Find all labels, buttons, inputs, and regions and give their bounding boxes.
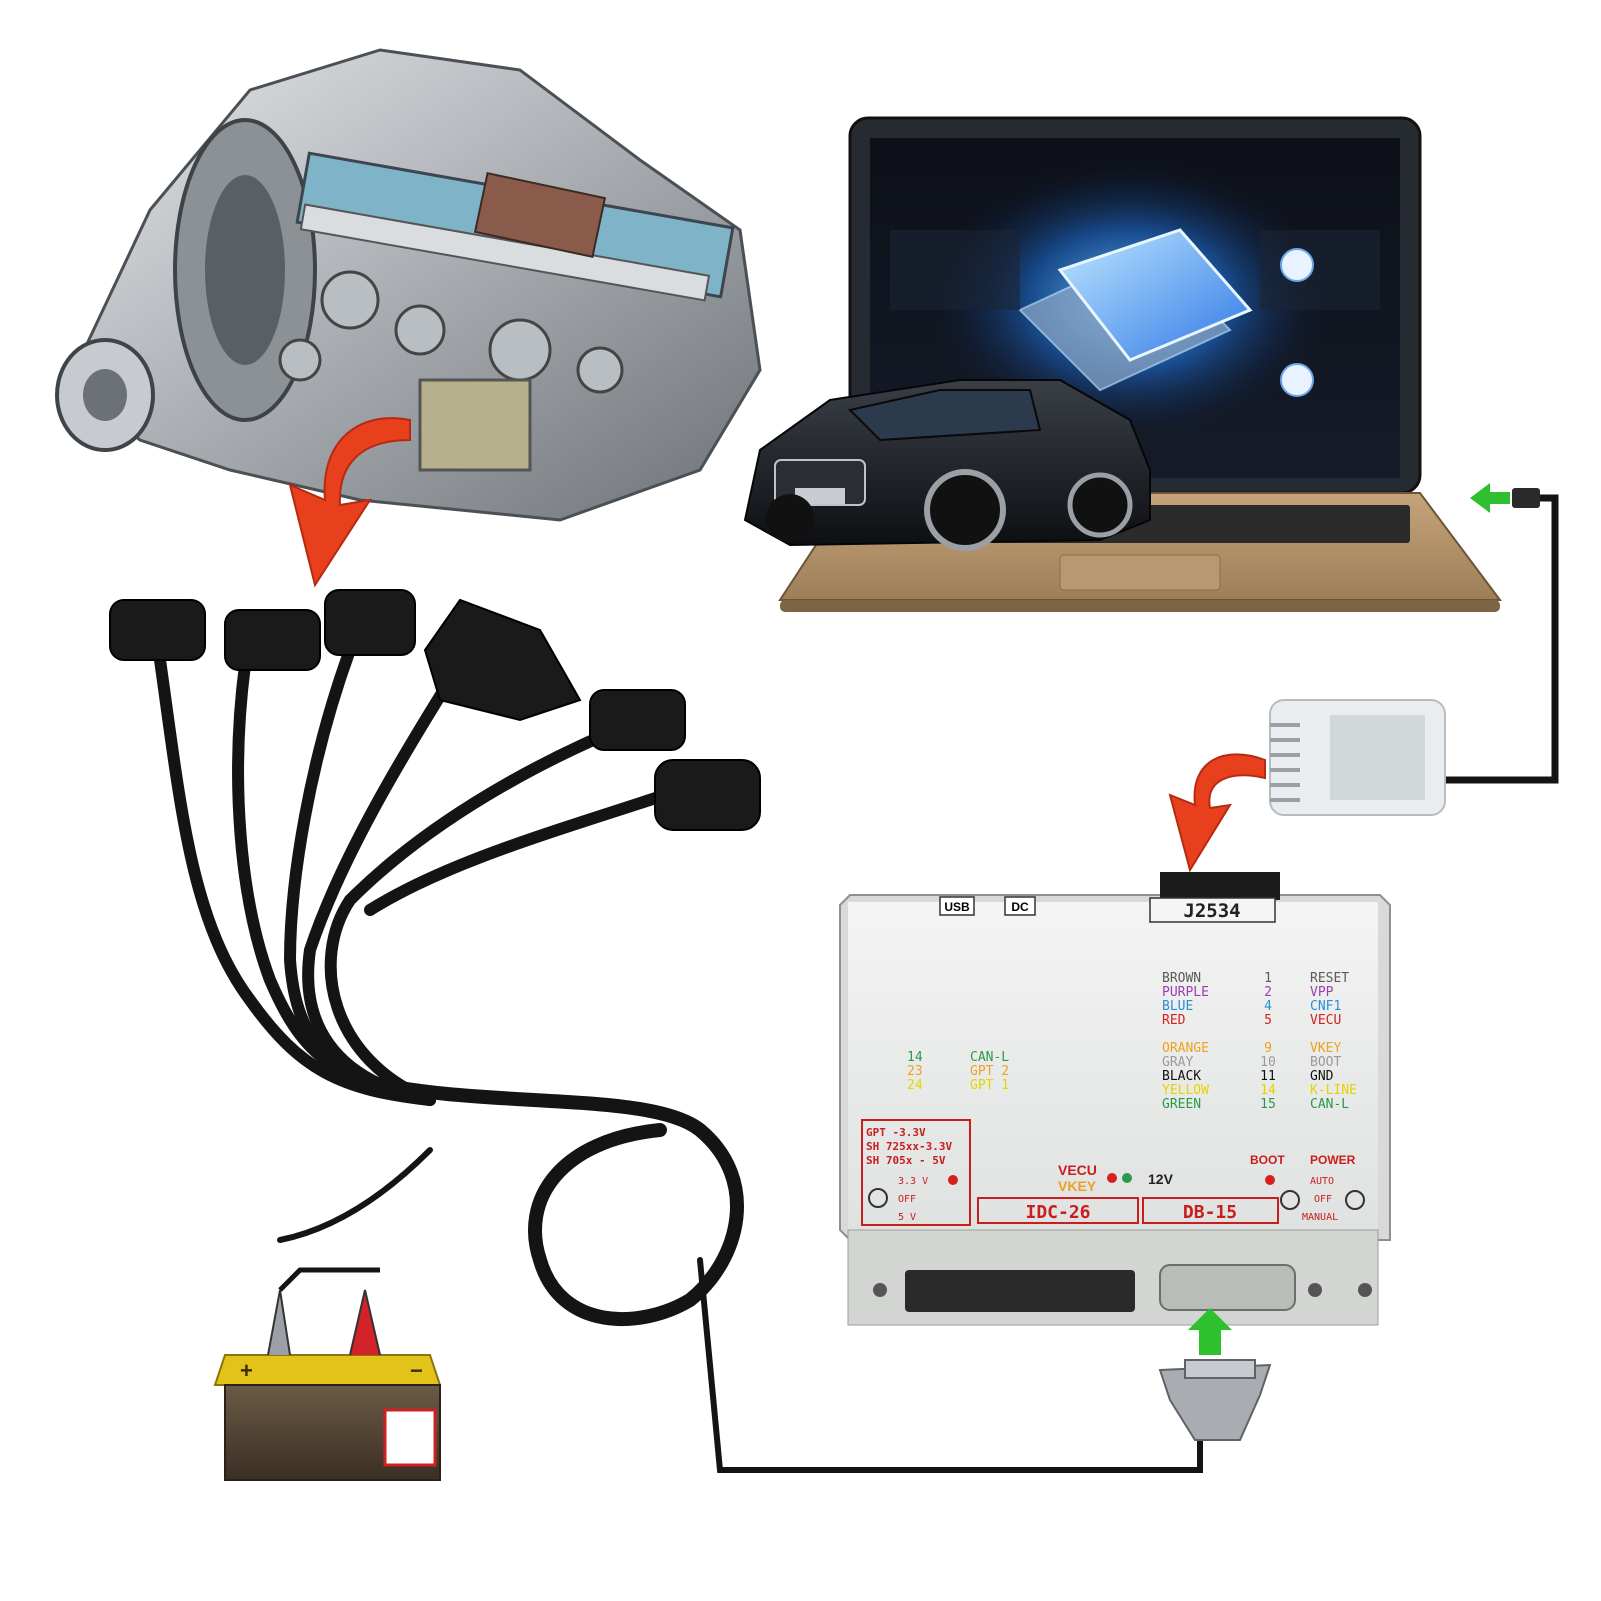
usb-cable (1445, 498, 1555, 780)
volt-switch-5v: 5 V (898, 1212, 916, 1223)
svg-text:DB-15: DB-15 (1183, 1202, 1237, 1223)
idc-pin-number: 23 (907, 1064, 923, 1079)
pin-signal: BOOT (1310, 1055, 1341, 1070)
battery-icon: + − (215, 1270, 440, 1480)
idc-pin-number: 14 (907, 1050, 923, 1065)
vecu-label: VECU (1058, 1162, 1097, 1178)
pin-signal: CNF1 (1310, 999, 1341, 1014)
power-switch-manual: MANUAL (1302, 1212, 1338, 1223)
pin-signal: RESET (1310, 971, 1349, 986)
pin-signal: VKEY (1310, 1041, 1341, 1056)
volt-legend-2: SH 705x - 5V (866, 1154, 946, 1167)
dc-port-label: DC (1005, 897, 1035, 915)
pin-signal: VECU (1310, 1013, 1341, 1028)
pin-number: 14 (1260, 1083, 1276, 1098)
v12-label: 12V (1148, 1171, 1174, 1187)
pin-color-name: BLUE (1162, 999, 1193, 1014)
svg-text:IDC-26: IDC-26 (1025, 1202, 1090, 1223)
pin-number: 11 (1260, 1069, 1276, 1084)
pin-color-name: ORANGE (1162, 1041, 1209, 1056)
volt-switch-3v3: 3.3 V (898, 1176, 928, 1187)
power-switch-auto: AUTO (1310, 1176, 1334, 1187)
pin-color-name: PURPLE (1162, 985, 1209, 1000)
volt-switch-off: OFF (898, 1194, 916, 1205)
svg-text:−: − (410, 1358, 423, 1383)
pin-number: 4 (1264, 999, 1272, 1014)
pin-number: 10 (1260, 1055, 1276, 1070)
pin-color-name: GREEN (1162, 1097, 1201, 1112)
pin-number: 15 (1260, 1097, 1276, 1112)
usb-adapter-image (1270, 700, 1445, 815)
pin-color-name: RED (1162, 1013, 1186, 1028)
idc-pin-signal: CAN-L (970, 1050, 1009, 1065)
svg-text:DC: DC (1011, 900, 1029, 914)
pin-color-name: YELLOW (1162, 1083, 1209, 1098)
pin-color-name: GRAY (1162, 1055, 1193, 1070)
pin-signal: GND (1310, 1069, 1334, 1084)
car-image (745, 380, 1150, 548)
pin-number: 9 (1264, 1041, 1272, 1056)
db15-plug-image (1160, 1360, 1270, 1440)
pin-number: 1 (1264, 971, 1272, 986)
power-switch-off: OFF (1314, 1194, 1332, 1205)
volt-legend-0: GPT -3.3V (866, 1126, 926, 1139)
pin-color-name: BROWN (1162, 971, 1201, 986)
idc-pin-number: 24 (907, 1078, 923, 1093)
boot-label: BOOT (1250, 1153, 1285, 1167)
svg-text:+: + (240, 1358, 253, 1383)
pin-signal: CAN-L (1310, 1097, 1349, 1112)
transmission-image (57, 50, 760, 520)
pin-color-name: BLACK (1162, 1069, 1201, 1084)
pin-number: 5 (1264, 1013, 1272, 1028)
j2534-port-label: J2534 (1150, 898, 1275, 922)
power-label: POWER (1310, 1153, 1356, 1167)
interface-box (840, 872, 1390, 1325)
green-arrow-usb (1470, 483, 1510, 513)
svg-text:J2534: J2534 (1183, 900, 1240, 922)
volt-legend-1: SH 725xx-3.3V (866, 1140, 952, 1153)
idc-pin-signal: GPT 1 (970, 1078, 1009, 1093)
idc-pin-signal: GPT 2 (970, 1064, 1009, 1079)
vkey-label: VKEY (1058, 1178, 1097, 1194)
pin-number: 2 (1264, 985, 1272, 1000)
svg-text:USB: USB (944, 900, 970, 914)
pin-signal: VPP (1310, 985, 1334, 1000)
pin-signal: K-LINE (1310, 1083, 1357, 1098)
red-arrow-right (1170, 754, 1265, 870)
usb-port-label: USB (940, 897, 974, 915)
